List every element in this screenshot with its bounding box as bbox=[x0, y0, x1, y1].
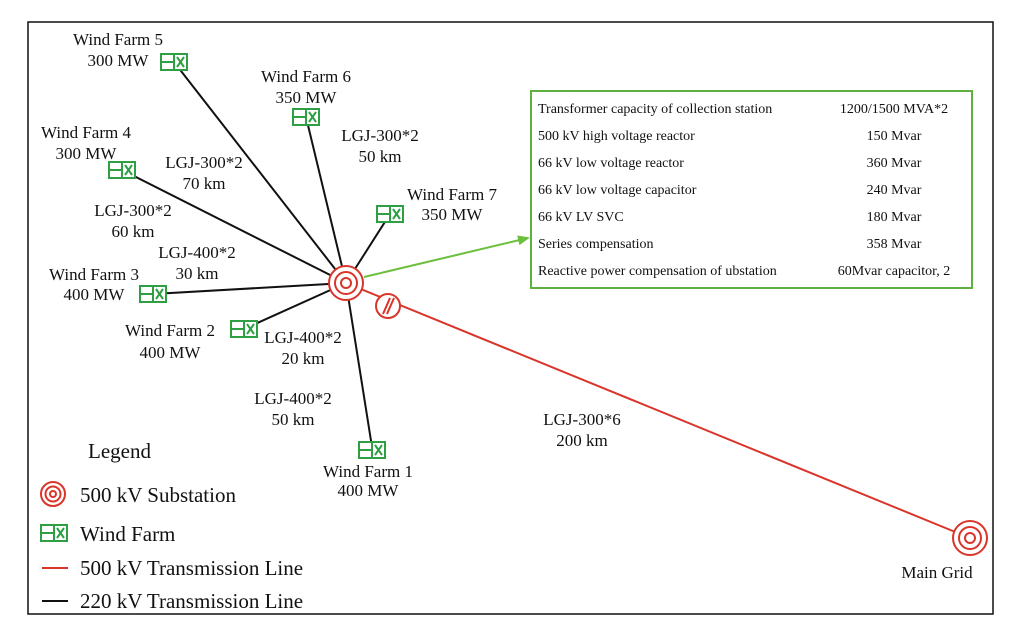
legend: Legend 500 kV Substation Wind Farm 500 k… bbox=[40, 439, 303, 613]
compensation-table: Transformer capacity of collection stati… bbox=[530, 90, 973, 289]
main-line-length: 200 km bbox=[556, 431, 607, 450]
table-row-4-item: 66 kV low voltage capacitor bbox=[538, 183, 697, 198]
wind-farm-icon-1 bbox=[358, 441, 386, 459]
line-1-length: 50 km bbox=[272, 410, 315, 429]
line-wf4 bbox=[121, 169, 347, 284]
main-grid-icon bbox=[952, 520, 988, 556]
line-5-length: 70 km bbox=[183, 174, 226, 193]
legend-substation-icon bbox=[40, 481, 66, 507]
main-grid-label: Main Grid bbox=[901, 563, 973, 582]
line-6-length: 50 km bbox=[359, 147, 402, 166]
substation-icon bbox=[328, 265, 364, 301]
wind-farm-icon-6 bbox=[292, 108, 320, 126]
table-row-4-value: 240 Mvar bbox=[867, 183, 922, 198]
line-wf2 bbox=[243, 282, 347, 330]
wind-farm-6-name: Wind Farm 6 bbox=[261, 67, 351, 86]
wind-farm-5-name: Wind Farm 5 bbox=[73, 30, 163, 49]
line-labels: LGJ-400*2 50 km LGJ-400*2 20 km LGJ-400*… bbox=[94, 126, 620, 450]
diagram-frame bbox=[27, 21, 994, 615]
line-4-conductor: LGJ-300*2 bbox=[94, 201, 171, 220]
wind-farm-2-name: Wind Farm 2 bbox=[125, 321, 215, 340]
wind-farm-labels: Wind Farm 1 400 MW Wind Farm 2 400 MW Wi… bbox=[41, 30, 497, 500]
table-row-1-item: Transformer capacity of collection stati… bbox=[538, 102, 772, 117]
line-3-conductor: LGJ-400*2 bbox=[158, 243, 235, 262]
line-5-conductor: LGJ-300*2 bbox=[165, 153, 242, 172]
wind-farm-2-capacity: 400 MW bbox=[140, 343, 202, 362]
wind-farm-7-name: Wind Farm 7 bbox=[407, 185, 497, 204]
wind-farm-4-name: Wind Farm 4 bbox=[41, 123, 131, 142]
wind-farm-3-capacity: 400 MW bbox=[64, 285, 126, 304]
wind-farm-7-capacity: 350 MW bbox=[422, 205, 484, 224]
legend-220kv-line-label: 220 kV Transmission Line bbox=[80, 589, 303, 613]
line-2-length: 20 km bbox=[282, 349, 325, 368]
table-row-5-value: 180 Mvar bbox=[867, 210, 922, 225]
table-row-3-value: 360 Mvar bbox=[867, 156, 922, 171]
table-border bbox=[530, 90, 973, 289]
wind-farm-icon-5 bbox=[160, 53, 188, 71]
legend-500kv-line-label: 500 kV Transmission Line bbox=[80, 556, 303, 580]
line-wf6 bbox=[305, 116, 347, 284]
wind-farm-3-name: Wind Farm 3 bbox=[49, 265, 139, 284]
line-2-conductor: LGJ-400*2 bbox=[264, 328, 341, 347]
table-row-2-value: 150 Mvar bbox=[867, 129, 922, 144]
line-wf3 bbox=[152, 282, 347, 295]
table-row-6-item: Series compensation bbox=[538, 237, 653, 252]
table-row-3-item: 66 kV low voltage reactor bbox=[538, 156, 684, 171]
wind-farm-icon-3 bbox=[139, 285, 167, 303]
wind-farm-icon-2 bbox=[230, 320, 258, 338]
wind-farm-icon-4 bbox=[108, 161, 136, 179]
line-wf1 bbox=[345, 282, 373, 448]
legend-substation-label: 500 kV Substation bbox=[80, 483, 236, 507]
table-row-7-value: 60Mvar capacitor, 2 bbox=[838, 264, 951, 279]
legend-wind-farm-icon bbox=[40, 524, 68, 542]
wind-farm-6-capacity: 350 MW bbox=[276, 88, 338, 107]
line-1-conductor: LGJ-400*2 bbox=[254, 389, 331, 408]
legend-wind-farm-label: Wind Farm bbox=[80, 522, 175, 546]
table-row-2-item: 500 kV high voltage reactor bbox=[538, 129, 695, 144]
line-4-length: 60 km bbox=[112, 222, 155, 241]
wind-farm-5-capacity: 300 MW bbox=[88, 51, 150, 70]
table-row-6-value: 358 Mvar bbox=[867, 237, 922, 252]
line-6-conductor: LGJ-300*2 bbox=[341, 126, 418, 145]
series-compensation-icon bbox=[375, 293, 401, 319]
wind-farm-icons bbox=[108, 53, 404, 459]
lines-220kv bbox=[121, 61, 391, 448]
line-wf5 bbox=[173, 61, 347, 284]
wind-farm-icon-7 bbox=[376, 205, 404, 223]
info-arrow bbox=[363, 235, 530, 278]
wind-farm-1-name: Wind Farm 1 bbox=[323, 462, 413, 481]
line-3-length: 30 km bbox=[176, 264, 219, 283]
table-row-5-item: 66 kV LV SVC bbox=[538, 210, 624, 225]
table-row-7-item: Reactive power compensation of ubstation bbox=[538, 264, 777, 279]
wind-farm-4-capacity: 300 MW bbox=[56, 144, 118, 163]
main-line-conductor: LGJ-300*6 bbox=[543, 410, 620, 429]
legend-title: Legend bbox=[88, 439, 151, 463]
table-row-1-value: 1200/1500 MVA*2 bbox=[840, 102, 948, 117]
line-500kv-main bbox=[345, 282, 971, 539]
wind-farm-1-capacity: 400 MW bbox=[338, 481, 400, 500]
